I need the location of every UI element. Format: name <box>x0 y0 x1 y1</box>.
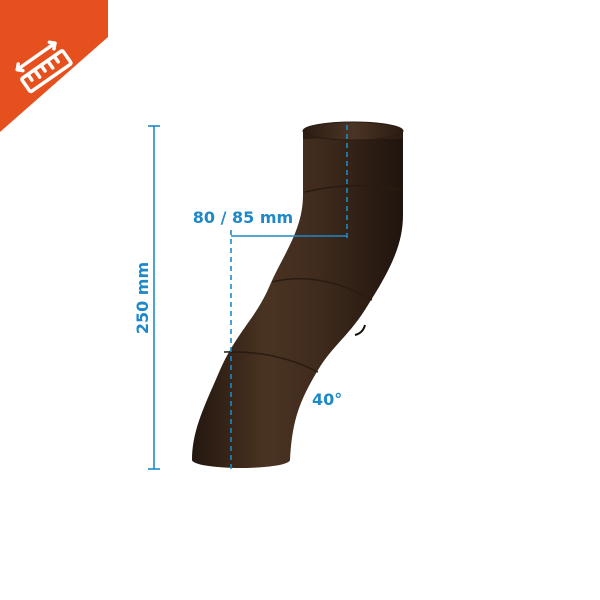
badge-background <box>0 0 108 132</box>
pipe-notch <box>354 324 366 336</box>
measurement-badge <box>0 0 108 132</box>
pipe-seam-middle <box>271 277 373 301</box>
pipe-body <box>192 137 403 468</box>
downpipe-bend <box>192 121 404 468</box>
dimension-lines <box>148 125 348 470</box>
pipe-seam-lower <box>223 351 319 373</box>
offset-label: 80 / 85 mm <box>193 208 293 227</box>
pipe-top-collar <box>303 131 403 139</box>
pipe-seam-upper <box>304 184 403 193</box>
ruler-icon <box>15 40 73 94</box>
height-label: 250 mm <box>133 262 152 334</box>
angle-label: 40° <box>312 390 342 409</box>
